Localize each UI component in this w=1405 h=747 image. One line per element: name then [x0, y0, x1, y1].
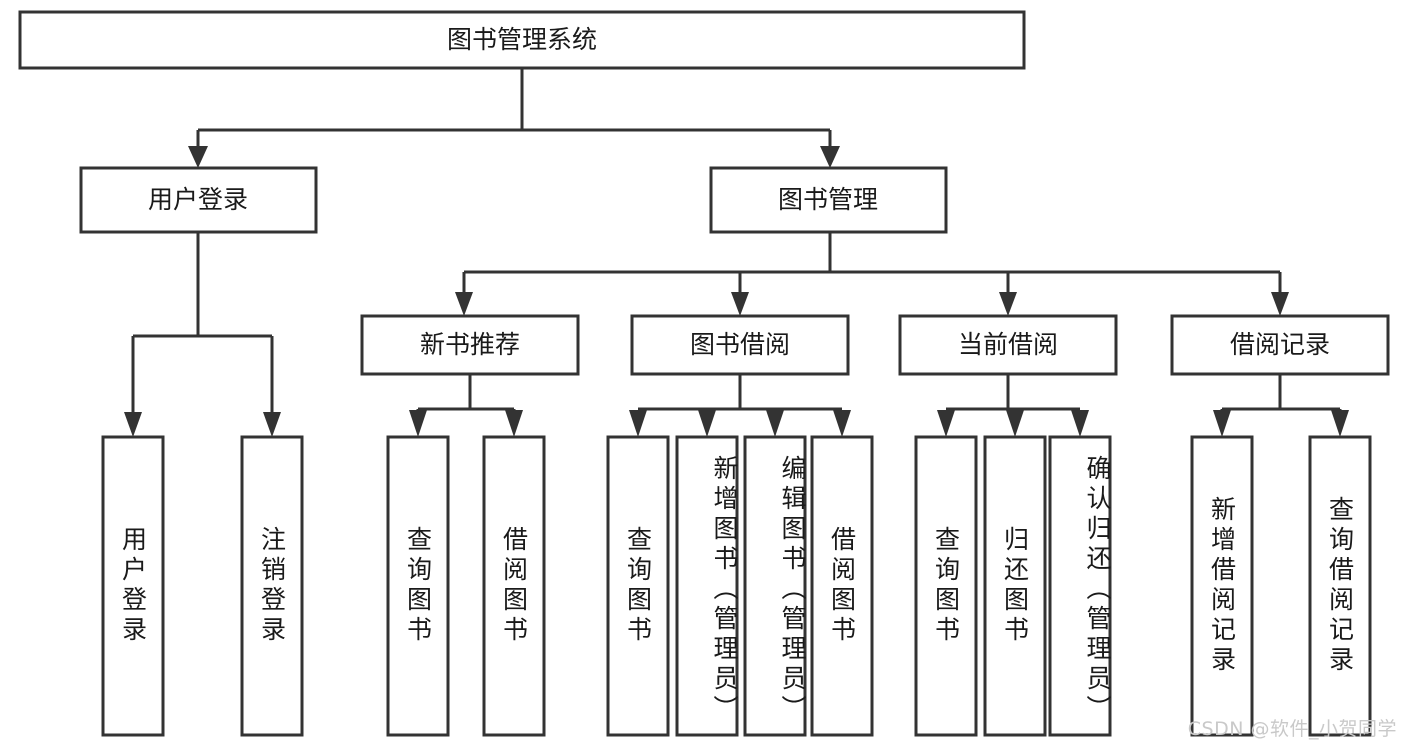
node-borrow-record-label: 借阅记录 — [1230, 330, 1330, 359]
node-leaf-borrow-book-new[interactable] — [482, 435, 546, 737]
arrow-head-leaf-add-book — [698, 410, 716, 437]
arrow-head-leaf-borrow-book-1 — [505, 410, 523, 437]
arrow-head-book-borrow — [731, 292, 749, 316]
connectors-book-borrow-to-leaves — [629, 374, 851, 437]
node-user-login[interactable] — [79, 166, 318, 234]
arrow-head-new-book — [455, 292, 473, 316]
arrow-head-user-login — [188, 146, 208, 168]
arrow-head-leaf-query-book-2 — [629, 410, 647, 437]
node-leaf-query-book-new[interactable] — [386, 435, 450, 737]
node-leaf-query-book-borrow[interactable] — [606, 435, 670, 737]
connectors-borrow-record-to-leaves — [1213, 374, 1349, 437]
watermark-csdn: CSDN @软件_小贺同学 — [1187, 718, 1397, 740]
node-leaf-confirm-return[interactable] — [1048, 435, 1112, 737]
node-root-label: 图书管理系统 — [447, 25, 597, 54]
node-current-borrow[interactable] — [898, 314, 1118, 376]
node-borrow-record[interactable] — [1170, 314, 1390, 376]
connectors-book-manage-to-level3 — [455, 232, 1289, 316]
arrow-head-leaf-confirm-return — [1071, 410, 1089, 437]
node-book-borrow[interactable] — [630, 314, 850, 376]
connectors-current-borrow-to-leaves — [937, 374, 1089, 437]
node-leaf-query-borrow-record[interactable] — [1308, 435, 1372, 737]
node-leaf-user-login[interactable] — [101, 435, 165, 737]
connectors-root-to-level2 — [188, 68, 840, 168]
connectors-user-login-to-leaves — [124, 232, 281, 437]
arrow-head-leaf-add-record — [1213, 410, 1231, 437]
arrow-head-leaf-user-login — [124, 412, 142, 437]
arrow-head-book-manage — [820, 146, 840, 168]
node-root-book-management-system[interactable] — [18, 10, 1026, 70]
node-leaf-add-borrow-record[interactable] — [1190, 435, 1254, 737]
connectors-new-book-to-leaves — [409, 374, 523, 437]
node-book-borrow-label: 图书借阅 — [690, 330, 790, 359]
node-new-book-recommend[interactable] — [360, 314, 580, 376]
node-leaf-edit-book[interactable] — [743, 435, 807, 737]
node-leaf-return-book[interactable] — [983, 435, 1047, 737]
node-leaf-query-book-current[interactable] — [914, 435, 978, 737]
node-book-management-label: 图书管理 — [778, 185, 878, 214]
node-current-borrow-label: 当前借阅 — [958, 330, 1058, 359]
node-user-login-label: 用户登录 — [148, 185, 248, 214]
arrow-head-leaf-return-book — [1006, 410, 1024, 437]
arrow-head-leaf-borrow-book-2 — [833, 410, 851, 437]
node-new-book-recommend-label: 新书推荐 — [420, 330, 520, 359]
arrow-head-leaf-query-book-3 — [937, 410, 955, 437]
arrow-head-borrow-record — [1271, 292, 1289, 316]
arrow-head-leaf-query-record — [1331, 410, 1349, 437]
arrow-head-leaf-query-book-1 — [409, 410, 427, 437]
node-leaf-logout[interactable] — [240, 435, 304, 737]
arrow-head-leaf-logout — [263, 412, 281, 437]
arrow-head-current-borrow — [999, 292, 1017, 316]
arrow-head-leaf-edit-book — [766, 410, 784, 437]
node-book-management[interactable] — [709, 166, 948, 234]
node-leaf-add-book[interactable] — [675, 435, 739, 737]
node-leaf-borrow-book[interactable] — [810, 435, 874, 737]
